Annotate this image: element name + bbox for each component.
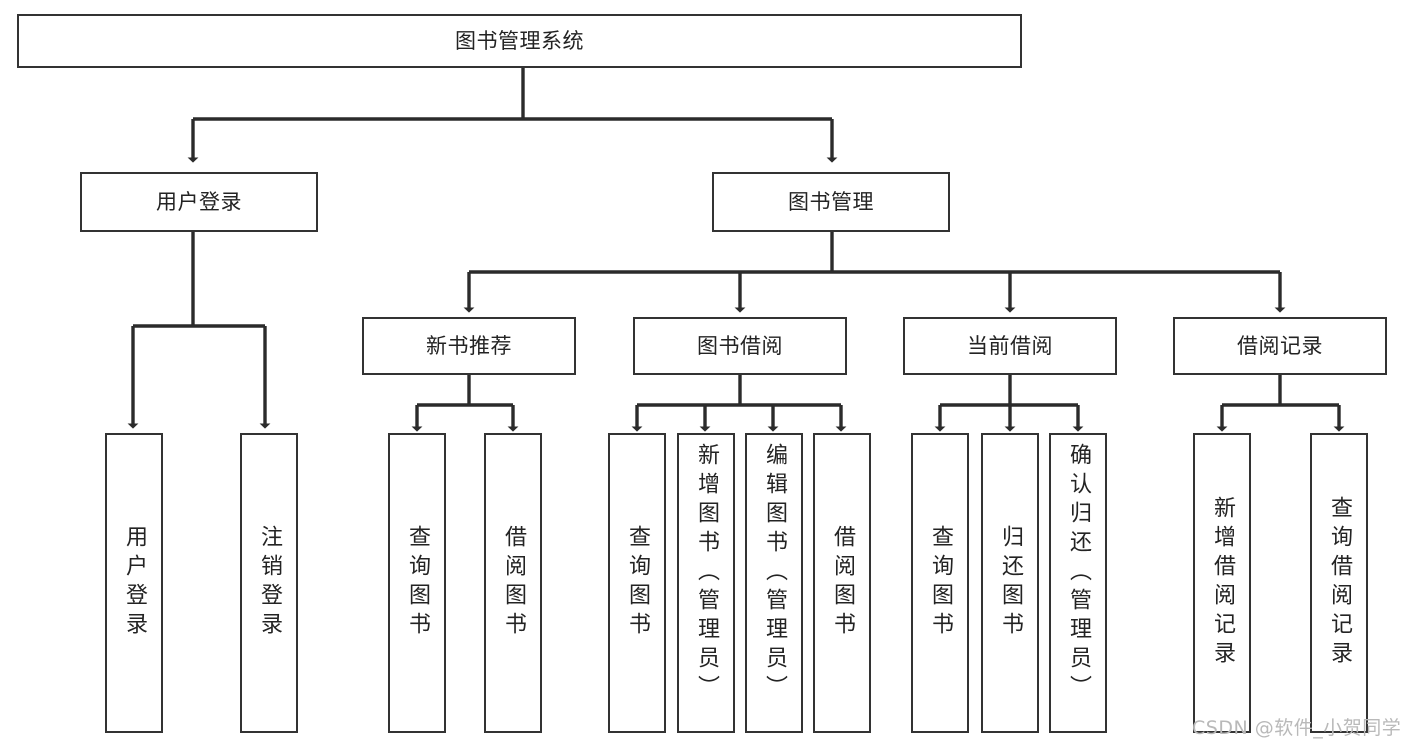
node-leaf-return-book[interactable]: 归还图书	[981, 433, 1039, 733]
node-leaf-logout[interactable]: 注销登录	[240, 433, 298, 733]
node-leaf-borrow-book-2[interactable]: 借阅图书	[813, 433, 871, 733]
node-new-book-recommend[interactable]: 新书推荐	[362, 317, 576, 375]
node-root-label: 图书管理系统	[455, 28, 584, 53]
node-book-manage[interactable]: 图书管理	[712, 172, 950, 232]
node-leaf-query-book-2[interactable]: 查询图书	[608, 433, 666, 733]
node-user-login-label: 用户登录	[156, 189, 242, 214]
node-leaf-borrow-book-1[interactable]: 借阅图书	[484, 433, 542, 733]
node-leaf-query-book-3[interactable]: 查询图书	[911, 433, 969, 733]
node-leaf-add-record[interactable]: 新增借阅记录	[1193, 433, 1251, 733]
node-leaf-user-login[interactable]: 用户登录	[105, 433, 163, 733]
node-current-borrow-label: 当前借阅	[967, 333, 1053, 358]
node-leaf-query-record-label: 查询借阅记录	[1327, 496, 1352, 670]
node-leaf-user-login-label: 用户登录	[122, 525, 147, 641]
node-book-manage-label: 图书管理	[788, 189, 874, 214]
node-root[interactable]: 图书管理系统	[17, 14, 1022, 68]
node-leaf-confirm-return[interactable]: 确认归还（管理员）	[1049, 433, 1107, 733]
node-leaf-add-record-label: 新增借阅记录	[1210, 496, 1235, 670]
watermark-text: CSDN @软件_小贺同学	[1192, 717, 1402, 739]
node-borrow-record[interactable]: 借阅记录	[1173, 317, 1387, 375]
node-leaf-borrow-book-1-label: 借阅图书	[501, 525, 526, 641]
node-book-borrow-label: 图书借阅	[697, 333, 783, 358]
node-user-login[interactable]: 用户登录	[80, 172, 318, 232]
node-current-borrow[interactable]: 当前借阅	[903, 317, 1117, 375]
node-leaf-query-book-1-label: 查询图书	[405, 525, 430, 641]
node-leaf-edit-book[interactable]: 编辑图书（管理员）	[745, 433, 803, 733]
node-leaf-edit-book-label: 编辑图书（管理员）	[762, 443, 787, 704]
node-borrow-record-label: 借阅记录	[1237, 333, 1323, 358]
node-leaf-return-book-label: 归还图书	[998, 525, 1023, 641]
node-leaf-logout-label: 注销登录	[257, 525, 282, 641]
node-new-book-recommend-label: 新书推荐	[426, 333, 512, 358]
node-leaf-add-book[interactable]: 新增图书（管理员）	[677, 433, 735, 733]
node-leaf-query-book-2-label: 查询图书	[625, 525, 650, 641]
node-leaf-borrow-book-2-label: 借阅图书	[830, 525, 855, 641]
node-leaf-confirm-return-label: 确认归还（管理员）	[1066, 443, 1091, 704]
node-leaf-query-record[interactable]: 查询借阅记录	[1310, 433, 1368, 733]
node-book-borrow[interactable]: 图书借阅	[633, 317, 847, 375]
node-leaf-query-book-3-label: 查询图书	[928, 525, 953, 641]
node-leaf-query-book-1[interactable]: 查询图书	[388, 433, 446, 733]
node-leaf-add-book-label: 新增图书（管理员）	[694, 443, 719, 704]
